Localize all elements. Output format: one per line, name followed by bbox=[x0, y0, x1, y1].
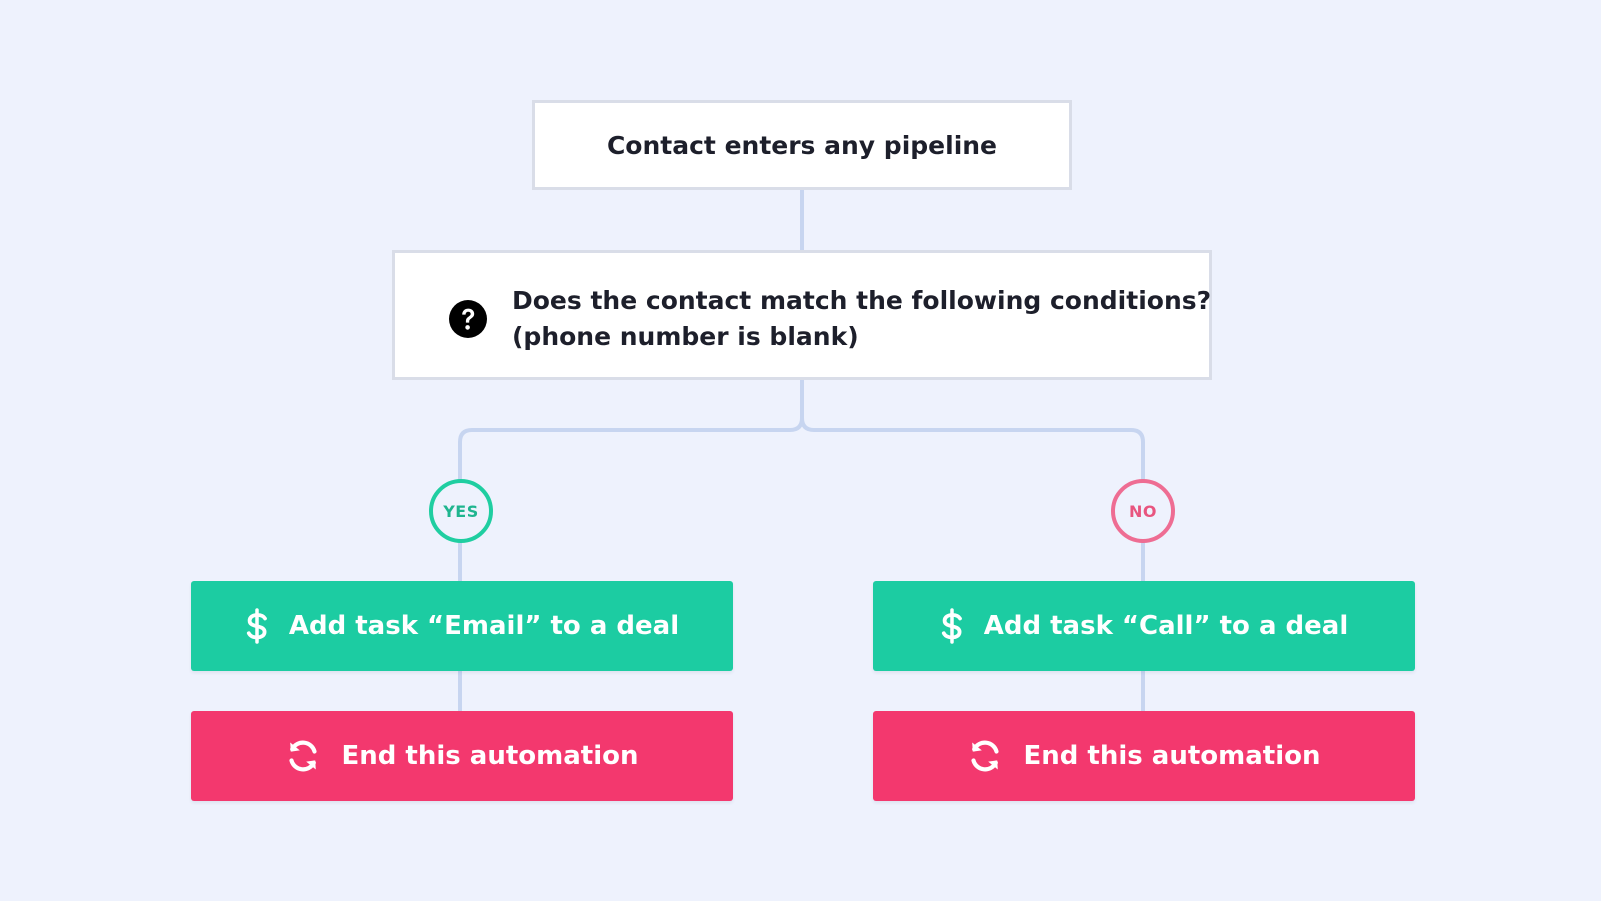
no-end-automation-label: End this automation bbox=[1023, 741, 1321, 771]
yes-end-automation-label: End this automation bbox=[341, 741, 639, 771]
no-add-task-label: Add task “Call” to a deal bbox=[983, 611, 1349, 641]
no-add-task-node[interactable]: Add task “Call” to a deal bbox=[873, 581, 1415, 671]
condition-line-2: (phone number is blank) bbox=[512, 322, 859, 351]
sync-icon bbox=[285, 738, 321, 774]
condition-node[interactable]: Does the contact match the following con… bbox=[392, 250, 1212, 380]
trigger-node[interactable]: Contact enters any pipeline bbox=[532, 100, 1072, 190]
no-branch-badge: NO bbox=[1111, 479, 1175, 543]
sync-icon bbox=[967, 738, 1003, 774]
condition-line-1: Does the contact match the following con… bbox=[512, 286, 1212, 315]
dollar-icon bbox=[940, 608, 964, 644]
question-circle-icon bbox=[449, 300, 487, 338]
dollar-icon bbox=[245, 608, 269, 644]
yes-end-automation-node[interactable]: End this automation bbox=[191, 711, 733, 801]
trigger-label: Contact enters any pipeline bbox=[606, 130, 998, 160]
no-end-automation-node[interactable]: End this automation bbox=[873, 711, 1415, 801]
condition-text: Does the contact match the following con… bbox=[512, 283, 1211, 355]
yes-branch-badge: YES bbox=[429, 479, 493, 543]
yes-add-task-node[interactable]: Add task “Email” to a deal bbox=[191, 581, 733, 671]
yes-add-task-label: Add task “Email” to a deal bbox=[288, 611, 680, 641]
